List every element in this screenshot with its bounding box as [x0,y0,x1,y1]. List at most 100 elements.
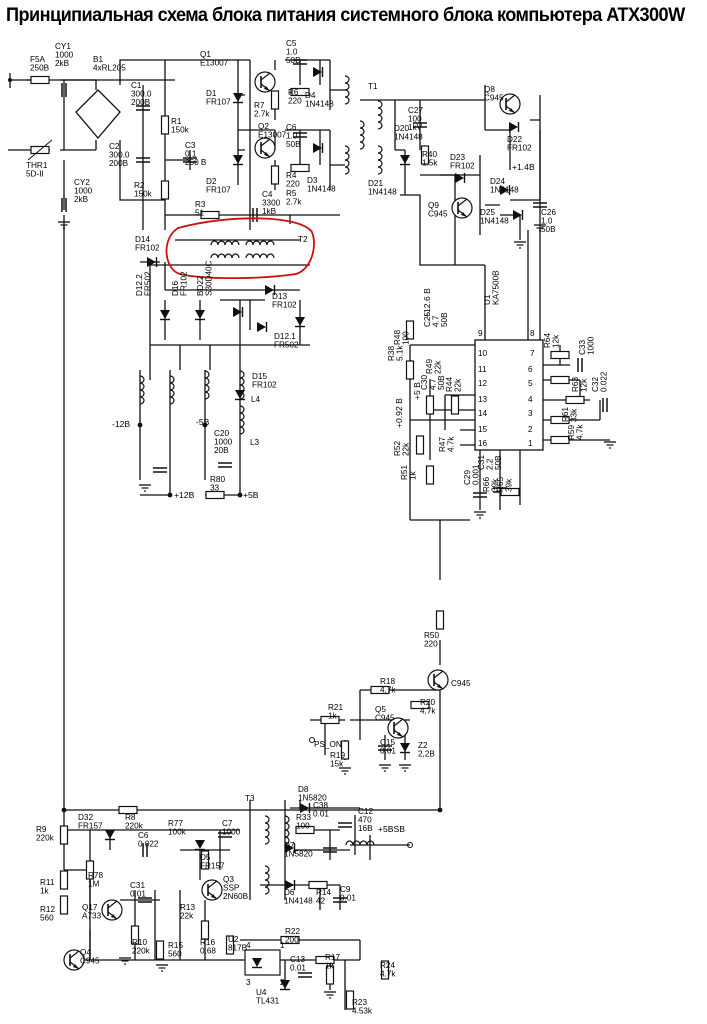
label-r51: R511k [400,465,418,480]
label-v126: +12.6 B [422,288,432,318]
label-d13-line: FR102 [272,301,297,310]
label-r16-line: 0.68 [200,947,216,956]
label-r18-line: R18 [380,677,395,686]
label-c1-line: C1 [131,81,142,90]
label-v5n: -5B [196,417,210,427]
label-q8-line: C945 [484,94,504,103]
label-q3-line: Q3 [223,875,234,884]
label-c6-line: C6 [286,123,297,132]
u1-pin-number: 1 [528,439,533,448]
label-r11-line: R11 [40,878,55,887]
label-r23-line: 4.53k [352,1007,373,1016]
label-r52: R5222k [393,441,411,456]
label-c12-line: C12 [358,807,373,816]
label-r14-line: R14 [316,888,331,897]
label-c2-line: C2 [109,142,120,151]
label-r50-line: R50 [424,631,439,640]
label-u2-line: 817B [228,944,248,953]
optocoupler-u2-body [244,949,281,976]
label-r13-line: 22k [180,912,194,921]
label-d5-line: D5 [200,853,211,862]
label-r50-line: 220 [424,640,438,649]
label-b1-line: 4xRL205 [93,64,126,73]
label-d8-line: D8 [298,785,309,794]
label-q1-line: E13007 [200,59,229,68]
label-r8-line: 220k [125,822,144,831]
label-r61: R6133k [561,407,579,422]
label-l4: L4 [251,395,261,404]
label-l3: L3 [250,438,260,447]
label-c20-line: 1000 [214,438,233,447]
label-c3-line: 250 B [185,158,207,167]
label-r49: R4922k [425,359,443,374]
label-r5-line: 2.7k [286,198,302,207]
label-r61-line: 33k [570,408,579,422]
label-u1-line: KA7500B [492,270,501,305]
label-r23-line: R23 [352,998,367,1007]
label-cy1-line: CY1 [55,42,71,51]
label-q17-line: Q17 [82,903,98,912]
label-q3-line: SSP [223,884,240,893]
u2-pin-number: 3 [246,978,251,987]
label-r15-line: R15 [168,941,183,950]
label-r80-line: 33 [210,484,220,493]
label-c33-line: C33 [578,340,587,355]
label-t3-line: T3 [245,794,255,803]
label-r65-line: 39k [505,478,514,492]
label-c25-line: 4.7 [432,315,441,327]
label-c31b-line: C31 [130,881,145,890]
label-d14-line: D14 [135,235,150,244]
label-r80-line: R80 [210,475,225,484]
label-c12-line: 470 [358,816,372,825]
label-q5-line: Q5 [375,705,386,714]
label-v126-line: +12.6 B [422,288,432,318]
label-c25-line: C25 [423,312,432,327]
label-d16: D16FR102 [171,271,189,296]
label-d15-line: FR102 [252,381,277,390]
label-c30: C304.750B [420,375,446,390]
label-t2-line: T2 [298,235,308,244]
label-d2-line: FR107 [206,186,231,195]
label-r21-line: 1k [328,712,338,721]
label-r8-line: R8 [125,813,136,822]
label-z2-line: Z2 [418,741,428,750]
label-q2-line: Q2 [258,122,269,131]
label-r1-line: R1 [171,117,182,126]
label-c26-line: 50B [541,225,556,234]
label-r52-line: 22k [402,442,411,456]
label-r38-line: R38 [387,346,396,361]
u1-pin-number: 9 [478,329,483,338]
label-d21-line: D21 [368,179,383,188]
label-d23-line: FR102 [450,162,475,171]
label-r63: R6312k [571,377,589,392]
label-c7-line: 1000 [222,828,241,837]
label-r64-line: R64 [543,333,552,348]
label-r1-line: 150k [171,126,190,135]
label-d4-line: D4 [305,91,316,100]
label-bd22-line: BD22 [196,275,205,296]
label-c38-line: C38 [313,801,328,810]
label-c26-line: C26 [541,208,556,217]
label-bd22-line: S30D40C [205,260,214,296]
label-r33-line: 100 [296,822,310,831]
label-r2-line: R2 [134,181,145,190]
label-d13-line: D13 [272,292,287,301]
label-v5sb: +5BSB [378,824,405,834]
label-q2-line: E13007 [258,131,287,140]
